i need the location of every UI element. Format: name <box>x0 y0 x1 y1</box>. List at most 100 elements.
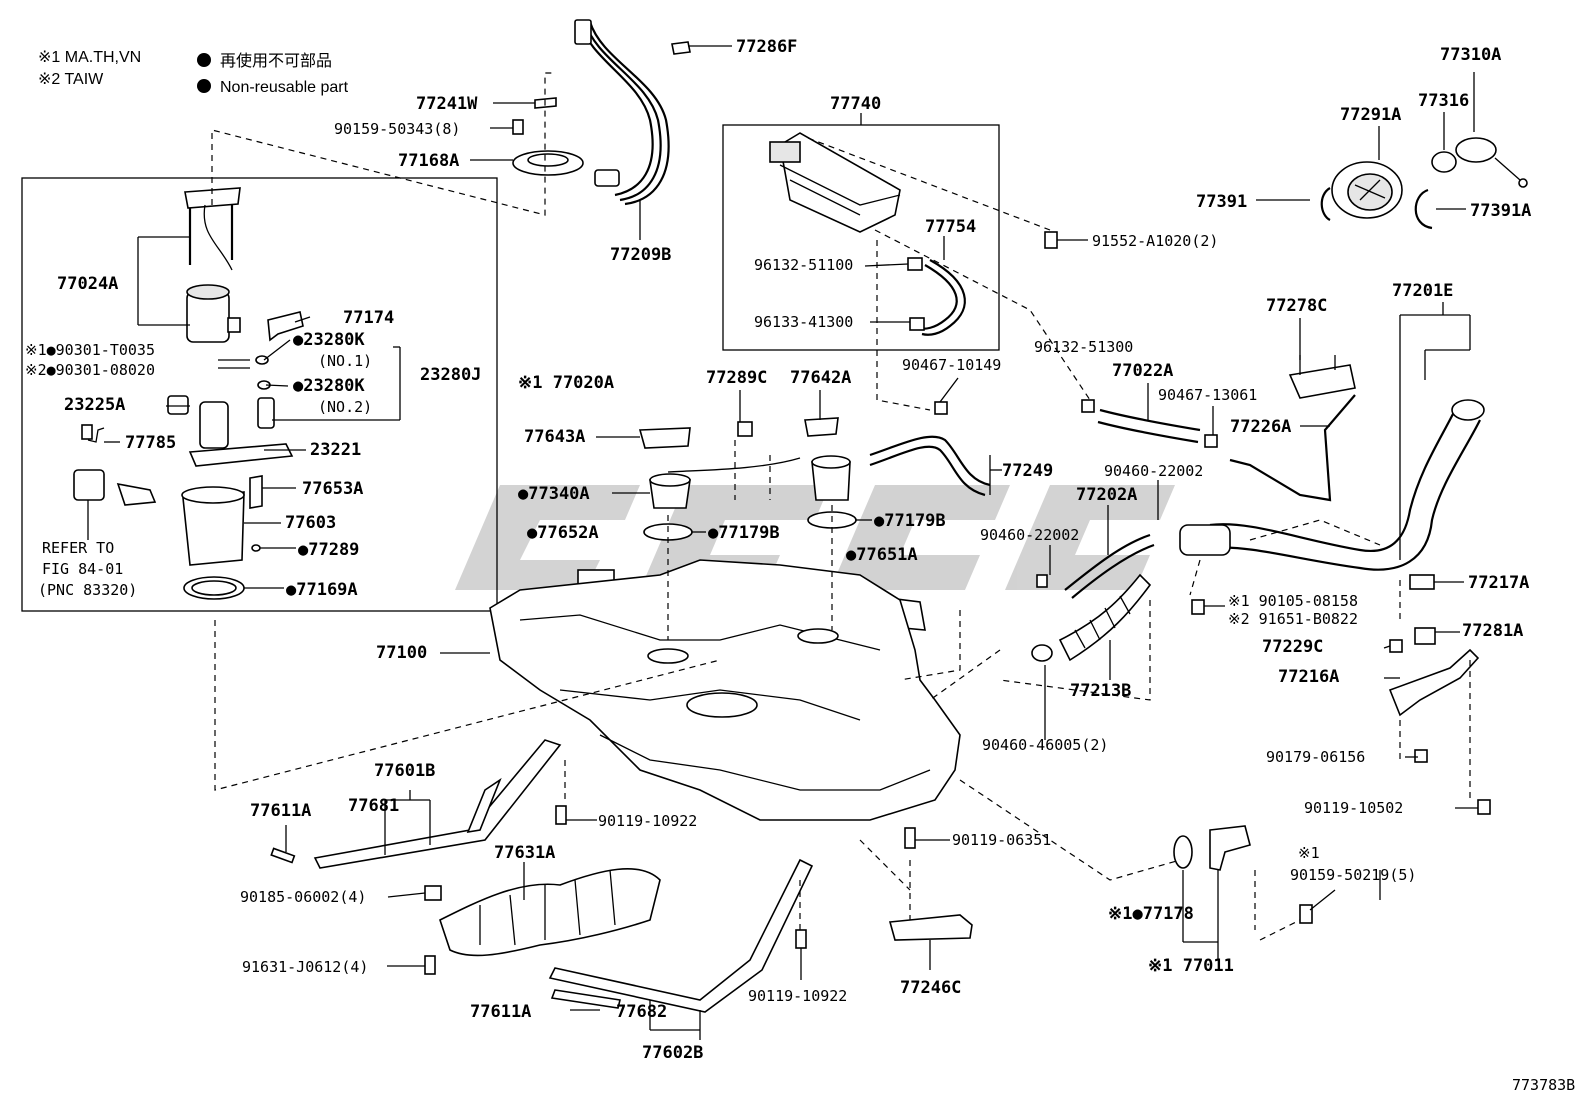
label-77681: 77681 <box>348 796 399 816</box>
fuel-tubes <box>574 19 670 206</box>
label-77643A: 77643A <box>524 427 585 447</box>
label-refer-1: REFER TO <box>42 539 114 557</box>
label-77603: 77603 <box>285 513 336 533</box>
fuel-tank-77100 <box>489 559 961 821</box>
legend-nonreusable-cn: 再使用不可部品 <box>220 52 332 70</box>
label-77682: 77682 <box>616 1002 667 1022</box>
snap-ring-77391a <box>1414 188 1433 230</box>
protector-77631A <box>439 868 661 957</box>
label-77024A: 77024A <box>57 274 118 294</box>
hose-77213B <box>1058 573 1152 662</box>
label-77391: 77391 <box>1196 192 1247 212</box>
label-90159-50219: 90159-50219(5) <box>1290 866 1416 884</box>
label-77391A: 77391A <box>1470 201 1531 221</box>
label-77631A: 77631A <box>494 843 555 863</box>
label-77229C: 77229C <box>1262 637 1323 657</box>
label-77281A: 77281A <box>1462 621 1523 641</box>
cushion <box>167 395 189 415</box>
label-77340A: ●77340A <box>518 484 590 504</box>
clamp-77289C <box>737 421 753 437</box>
label-77022A: 77022A <box>1112 361 1173 381</box>
label-77246C: 77246C <box>900 978 961 998</box>
label-77785: 77785 <box>125 433 176 453</box>
label-90179-06156: 90179-06156 <box>1266 748 1365 766</box>
inlet-hose-end <box>1179 524 1231 556</box>
clamp-77217A <box>1409 574 1435 590</box>
nut-90179 <box>1414 749 1428 763</box>
sender-gauge-ring <box>512 150 584 176</box>
label-23280K-no2: (NO.2) <box>318 398 372 416</box>
label-77754: 77754 <box>925 217 976 237</box>
bracket-77216A <box>1388 648 1480 717</box>
label-77217A: 77217A <box>1468 573 1529 593</box>
clamp-77286F <box>671 41 691 55</box>
label-77179B-b: ●77179B <box>874 511 946 531</box>
nonreusable-dot-icon <box>197 53 211 67</box>
label-23221: 23221 <box>310 440 361 460</box>
bolt-91631 <box>424 955 436 975</box>
label-77216A: 77216A <box>1278 667 1339 687</box>
label-77286F: 77286F <box>736 37 797 57</box>
label-77179B-a: ●77179B <box>708 523 780 543</box>
label-77278C: 77278C <box>1266 296 1327 316</box>
clamp-77642A <box>804 417 839 437</box>
label-77100: 77100 <box>376 643 427 663</box>
spring <box>249 475 263 509</box>
hose-77249 <box>869 435 991 497</box>
legend-note1: ※1 MA.TH,VN <box>38 49 141 66</box>
label-96133-41300: 96133-41300 <box>754 313 853 331</box>
label-23280K-1: ●23280K <box>293 330 365 350</box>
bolt-91552 <box>1044 231 1058 249</box>
label-77652A: ●77652A <box>527 523 599 543</box>
label-90185-06002: 90185-06002(4) <box>240 888 366 906</box>
label-77249: 77249 <box>1002 461 1053 481</box>
label-77241W: 77241W <box>416 94 478 114</box>
label-91631-J0612: 91631-J0612(4) <box>242 958 368 976</box>
tank-band-77602B <box>548 858 814 1013</box>
label-90460-46005: 90460-46005(2) <box>982 736 1108 754</box>
label-90301-08020: ※2●90301-08020 <box>25 361 155 379</box>
cushion-77611A-a <box>270 847 296 864</box>
vent-valve-77340A <box>649 473 691 509</box>
bolt-90119-06351 <box>904 827 916 849</box>
label-23280K-2: ●23280K <box>293 376 365 396</box>
vent-valve-77642A <box>811 455 851 501</box>
leader-lines <box>104 45 1478 1040</box>
label-77601B: 77601B <box>374 761 435 781</box>
vent-line <box>667 457 801 473</box>
label-90119-10922-b: 90119-10922 <box>748 987 847 1005</box>
label-77169A: ●77169A <box>286 580 358 600</box>
label-77740: 77740 <box>830 94 881 114</box>
label-90105-08158: ※1 90105-08158 <box>1228 592 1358 610</box>
label-23225A: 23225A <box>64 395 125 415</box>
diagram-id: 773783B <box>1512 1076 1575 1094</box>
label-77291A: 77291A <box>1340 105 1401 125</box>
clamp-77281A <box>1414 627 1436 645</box>
label-90119-10502: 90119-10502 <box>1304 799 1403 817</box>
label-90460-22002-a: 90460-22002 <box>1104 462 1203 480</box>
gasket-77316 <box>1431 151 1457 173</box>
fuel-filler-pipe <box>1209 394 1485 571</box>
label-90159-50219-note: ※1 <box>1298 844 1320 862</box>
watermark-logo <box>455 485 1175 590</box>
label-77642A: 77642A <box>790 368 851 388</box>
bolt-90119-10922-b <box>795 929 807 949</box>
filler-inlet-77011 <box>1173 825 1251 871</box>
label-77011: ※1 77011 <box>1148 956 1234 976</box>
label-77289: ●77289 <box>298 540 359 560</box>
label-77316: 77316 <box>1418 91 1469 111</box>
label-77310A: 77310A <box>1440 45 1501 65</box>
clip-90185-06002 <box>424 885 442 901</box>
charcoal-canister <box>769 132 901 233</box>
label-90159-50343: 90159-50343(8) <box>334 120 460 138</box>
breather-bracket-77278C <box>1288 355 1356 399</box>
label-91552-A1020: 91552-A1020(2) <box>1092 232 1218 250</box>
clip-96133-41300 <box>909 317 925 331</box>
label-96132-51300: 96132-51300 <box>1034 338 1133 356</box>
label-77178: ※1●77178 <box>1108 904 1194 924</box>
label-77289C: 77289C <box>706 368 767 388</box>
hose-77754 <box>917 259 966 336</box>
label-77201E: 77201E <box>1392 281 1453 301</box>
bolt-90105 <box>1191 599 1205 615</box>
clamp-77643A <box>638 427 691 449</box>
